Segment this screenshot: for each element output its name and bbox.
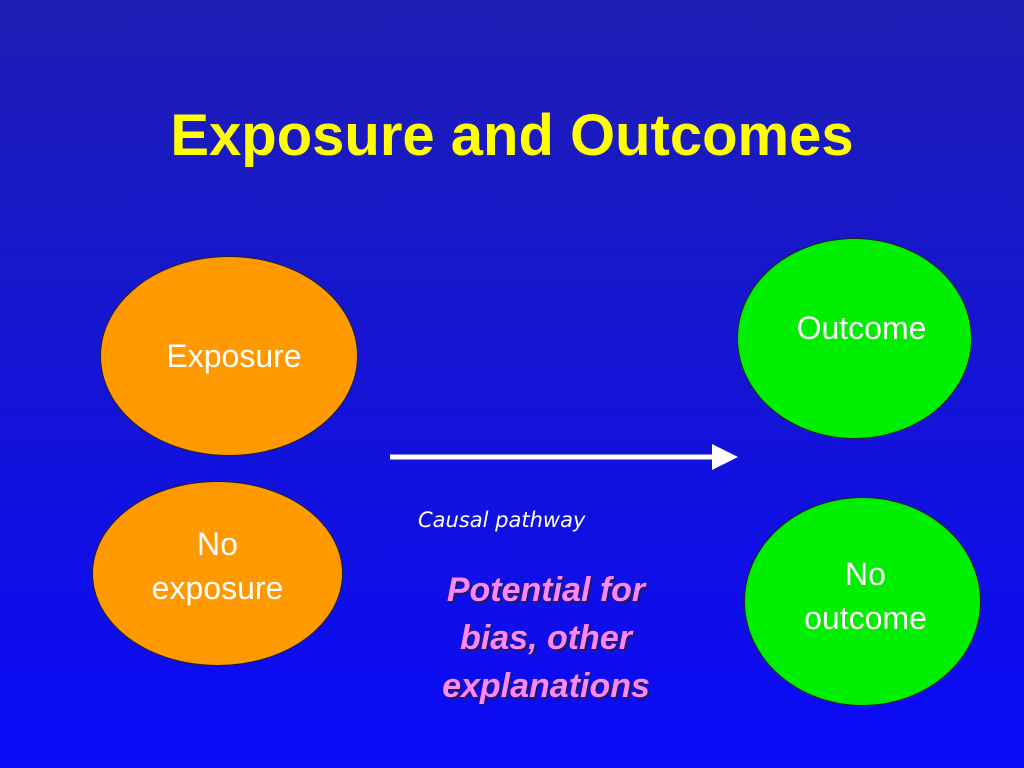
causal-pathway-arrow-icon bbox=[390, 444, 738, 470]
no-outcome-label: No outcome bbox=[804, 555, 927, 636]
outcome-label: Outcome bbox=[796, 309, 927, 346]
no-exposure-node: No exposure bbox=[92, 481, 343, 666]
bias-note: Potential for bias, other explanations bbox=[442, 571, 650, 705]
exposure-label: Exposure bbox=[166, 338, 302, 374]
arrow-head bbox=[712, 444, 738, 470]
slide-title: Exposure and Outcomes bbox=[170, 103, 854, 168]
causal-pathway-label: Causal pathway bbox=[418, 508, 586, 532]
outcome-node: Outcome bbox=[737, 238, 972, 439]
no-outcome-node: No outcome bbox=[744, 497, 981, 706]
no-exposure-label: No exposure bbox=[151, 525, 284, 606]
exposure-node: Exposure bbox=[100, 256, 358, 456]
